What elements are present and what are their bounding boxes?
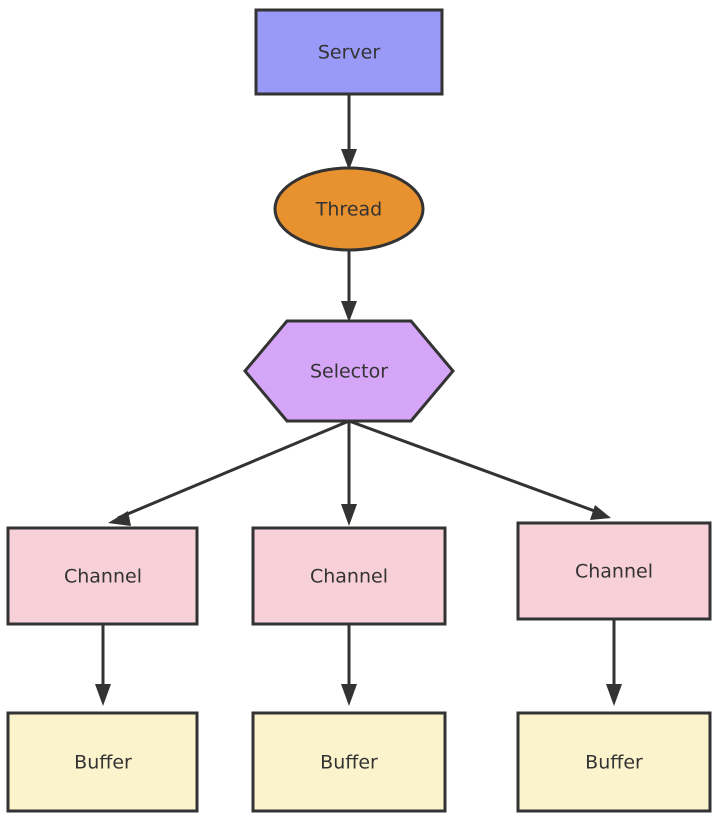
edge-line-selector-channel-right — [348, 419, 601, 515]
node-thread-label: Thread — [315, 199, 382, 221]
edge-selector-to-channel-center — [341, 421, 357, 526]
node-buffer-left-label: Buffer — [74, 752, 132, 774]
node-layer: Server Thread Selector Channel Channel C — [6, 8, 712, 813]
arrowhead-selector-channel-center — [341, 504, 357, 526]
edge-selector-to-channel-right — [348, 419, 611, 520]
node-buffer-center[interactable]: Buffer — [251, 711, 447, 813]
node-buffer-right[interactable]: Buffer — [516, 711, 712, 813]
edge-line-selector-channel-left — [117, 419, 350, 520]
arrowhead-channel-center-buffer-center — [341, 684, 357, 706]
arrowhead-selector-channel-left — [108, 511, 131, 526]
arrowhead-channel-left-buffer-left — [95, 684, 111, 706]
node-thread[interactable]: Thread — [273, 166, 425, 252]
node-server-label: Server — [318, 42, 380, 64]
node-channel-right-label: Channel — [575, 561, 653, 583]
node-channel-left[interactable]: Channel — [6, 526, 199, 626]
node-selector-label: Selector — [310, 361, 388, 383]
node-channel-right[interactable]: Channel — [516, 521, 712, 621]
arrowhead-thread-selector — [341, 301, 357, 322]
node-selector-shape[interactable] — [243, 319, 455, 423]
node-selector[interactable]: Selector — [243, 319, 455, 423]
edge-server-to-thread — [341, 94, 357, 170]
node-buffer-center-shape[interactable] — [251, 711, 447, 813]
node-channel-right-shape[interactable] — [516, 521, 712, 621]
edge-channel-right-to-buffer-right — [606, 619, 622, 706]
node-channel-left-label: Channel — [64, 566, 142, 588]
node-channel-left-shape[interactable] — [6, 526, 199, 626]
arrowhead-channel-right-buffer-right — [606, 684, 622, 706]
node-buffer-left[interactable]: Buffer — [6, 711, 199, 813]
node-buffer-left-shape[interactable] — [6, 711, 199, 813]
node-channel-center-label: Channel — [310, 566, 388, 588]
node-server[interactable]: Server — [254, 8, 444, 96]
edge-channel-left-to-buffer-left — [95, 624, 111, 706]
edge-channel-center-to-buffer-center — [341, 624, 357, 706]
arrowhead-server-thread — [341, 149, 357, 170]
node-channel-center[interactable]: Channel — [251, 526, 447, 626]
edge-layer — [95, 94, 622, 706]
node-buffer-center-label: Buffer — [320, 752, 378, 774]
edge-thread-to-selector — [341, 250, 357, 322]
node-thread-shape[interactable] — [273, 166, 425, 252]
node-channel-center-shape[interactable] — [251, 526, 447, 626]
node-buffer-right-shape[interactable] — [516, 711, 712, 813]
node-server-shape[interactable] — [254, 8, 444, 96]
edge-selector-to-channel-left — [108, 419, 350, 526]
node-buffer-right-label: Buffer — [585, 752, 643, 774]
arrowhead-selector-channel-right — [590, 505, 611, 520]
